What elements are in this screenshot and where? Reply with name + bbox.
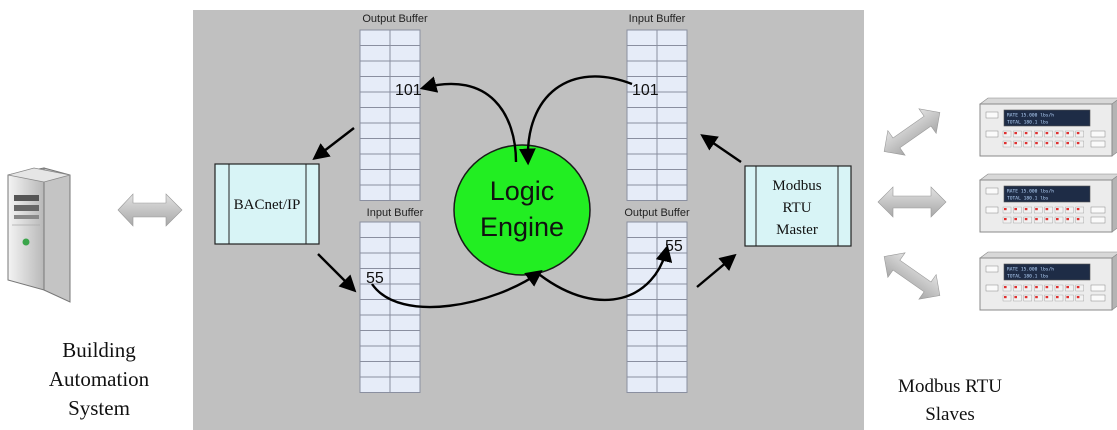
svg-text:RATE 15.000 lbs/h: RATE 15.000 lbs/h	[1007, 189, 1054, 195]
flow-arrows	[312, 75, 742, 309]
logic-engine: Logic Engine	[453, 144, 591, 276]
bas-caption-line2: Automation	[49, 367, 150, 391]
svg-text:TOTAL 180.1 lbs: TOTAL 180.1 lbs	[1007, 120, 1049, 126]
arrow-input-right-to-engine	[519, 75, 633, 166]
arrow-modbus-to-input-right	[700, 134, 742, 163]
link-arrow-slave-2	[877, 186, 947, 218]
svg-text:TOTAL 180.1 lbs: TOTAL 180.1 lbs	[1007, 274, 1049, 280]
input-buffer-left-title: Input Buffer	[367, 207, 424, 219]
link-arrow-slave-1	[883, 108, 941, 156]
svg-text:TOTAL 180.1 lbs: TOTAL 180.1 lbs	[1007, 196, 1049, 202]
link-arrow-bas	[117, 193, 183, 227]
slaves-caption: Modbus RTU Slaves	[898, 376, 1002, 425]
bas-caption: Building Automation System	[49, 338, 150, 420]
logic-engine-line2: Engine	[480, 212, 564, 242]
input-buffer-right-title: Input Buffer	[629, 13, 686, 25]
output-buffer-left-value: 101	[395, 82, 422, 99]
modbus-master-line3: Master	[776, 222, 818, 238]
logic-engine-line1: Logic	[490, 176, 555, 206]
svg-text:RATE 15.000 lbs/h: RATE 15.000 lbs/h	[1007, 113, 1054, 119]
slaves-caption-line1: Modbus RTU	[898, 376, 1002, 397]
input-buffer-right-value: 101	[632, 82, 659, 99]
buffer-grid	[359, 221, 421, 393]
output-buffer-left: Output Buffer 101	[359, 13, 428, 201]
arrow-engine-to-output-left	[419, 76, 518, 163]
output-buffer-right-value: 55	[665, 238, 683, 255]
bacnet-ip-label: BACnet/IP	[234, 197, 301, 213]
arrow-output-right-to-modbus	[696, 253, 737, 288]
input-buffer-left-value: 55	[366, 270, 384, 287]
output-buffer-left-title: Output Buffer	[362, 13, 428, 25]
svg-text:RATE 15.000 lbs/h: RATE 15.000 lbs/h	[1007, 267, 1054, 273]
link-arrow-slave-3	[883, 252, 941, 300]
buffer-grid	[626, 29, 688, 201]
buffer-grid	[359, 29, 421, 201]
bas-caption-line3: System	[68, 396, 130, 420]
bacnet-ip-box: BACnet/IP	[214, 163, 320, 245]
bas-caption-line1: Building	[62, 338, 136, 362]
output-buffer-right-title: Output Buffer	[624, 207, 690, 219]
arrow-output-left-to-bacnet	[312, 127, 355, 161]
modbus-master-line2: RTU	[782, 200, 811, 216]
modbus-master-line1: Modbus	[772, 178, 821, 194]
server-tower-icon	[7, 167, 71, 303]
arrow-engine-to-output-right	[539, 244, 673, 302]
arrow-input-left-to-engine	[371, 270, 543, 309]
input-buffer-right: Input Buffer 101	[626, 13, 688, 201]
arrow-bacnet-to-input-left	[317, 253, 357, 293]
output-buffer-right: Output Buffer 55	[624, 207, 690, 393]
modbus-rtu-master-box: Modbus RTU Master	[744, 165, 852, 247]
slaves-caption-line2: Slaves	[925, 404, 975, 425]
